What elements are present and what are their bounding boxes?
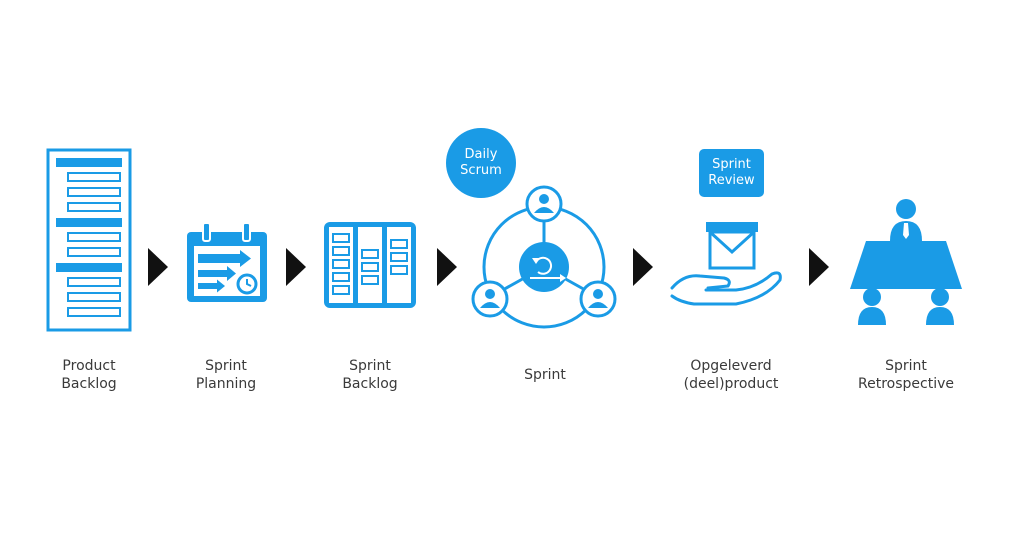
step-label-sprint-retrospective: Sprint Retrospective <box>826 357 986 393</box>
step-label-sprint-planning: Sprint Planning <box>146 357 306 393</box>
step-label-sprint-backlog: Sprint Backlog <box>290 357 450 393</box>
sprint-review-line1: Sprint <box>712 157 751 172</box>
step-label-line: Sprint <box>205 358 247 374</box>
step-label-line: Planning <box>195 376 257 392</box>
step-label-line: Sprint <box>524 367 566 383</box>
step-label-line: Backlog <box>61 376 117 392</box>
step-arrow-icon <box>437 248 457 286</box>
step-label-line: Backlog <box>342 376 398 392</box>
step-label-delivered-product: Opgeleverd (deel)product <box>651 357 811 393</box>
step-label-line: Opgeleverd <box>690 358 772 374</box>
step-label-product-backlog: Product Backlog <box>9 357 169 393</box>
calendar-planning-icon <box>187 222 267 302</box>
hand-box-icon <box>670 222 782 306</box>
step-arrow-icon <box>286 248 306 286</box>
sprint-cycle-icon <box>471 185 617 329</box>
step-arrow-icon <box>148 248 168 286</box>
meeting-table-icon <box>850 199 962 325</box>
step-label-line: (deel)product <box>683 376 779 392</box>
sprint-review-badge: Sprint Review <box>699 149 764 197</box>
step-label-line: Product <box>62 358 116 374</box>
daily-scrum-line1: Daily <box>464 147 498 162</box>
step-label-line: Retrospective <box>858 376 954 392</box>
step-label-line: Sprint <box>349 358 391 374</box>
sprint-review-line2: Review <box>708 173 755 188</box>
backlog-list-icon <box>46 148 132 332</box>
daily-scrum-line2: Scrum <box>460 163 502 178</box>
step-label-sprint: Sprint <box>465 366 625 384</box>
daily-scrum-badge: Daily Scrum <box>446 128 516 198</box>
step-arrow-icon <box>633 248 653 286</box>
step-arrow-icon <box>809 248 829 286</box>
task-board-icon <box>324 222 416 308</box>
step-label-line: Sprint <box>885 358 927 374</box>
